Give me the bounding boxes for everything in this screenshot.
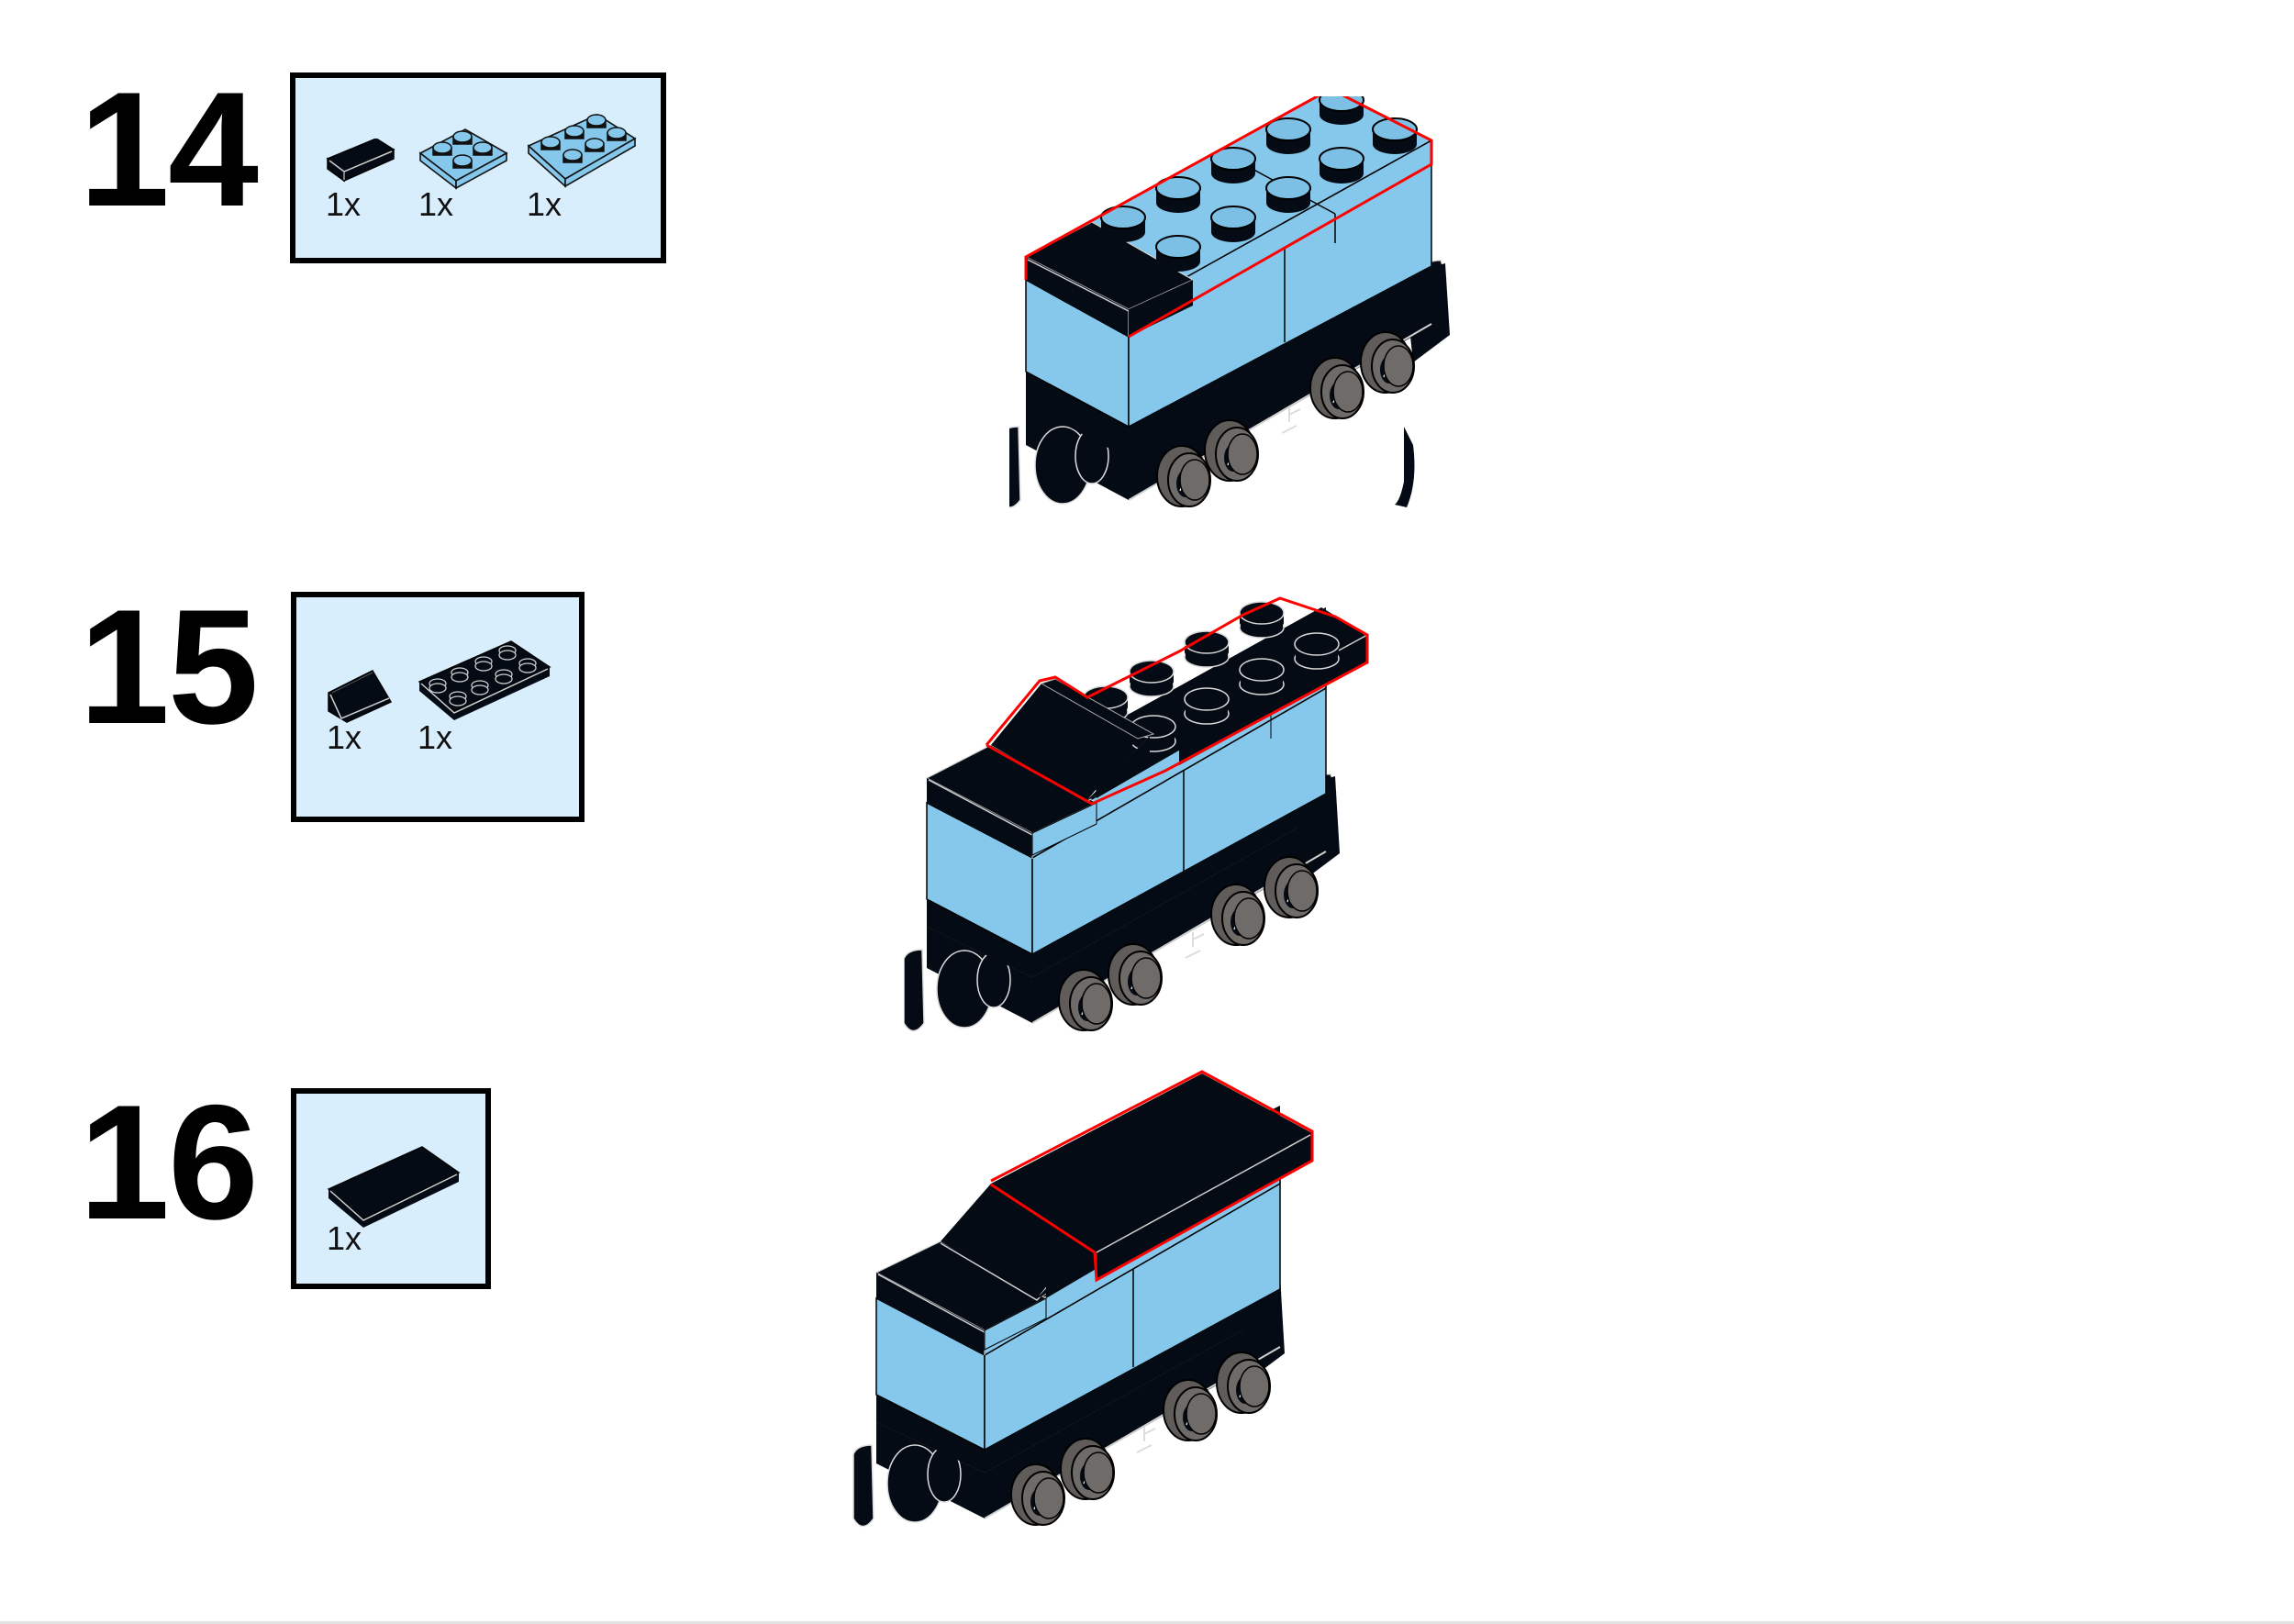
parts-list-box: 1x 1x — [291, 592, 585, 822]
part-quantity: 1x — [326, 185, 362, 223]
part-quantity: 1x — [418, 718, 453, 756]
parts-list-box: 1x — [291, 1088, 491, 1289]
tender-model-step-14 — [1009, 96, 1450, 508]
light-blue-2x2-plate-icon — [418, 128, 508, 190]
step-number: 14 — [79, 58, 259, 240]
light-blue-2x3-plate-icon — [527, 114, 637, 188]
part-quantity: 1x — [327, 1219, 362, 1257]
black-2x4-plate-icon — [418, 640, 551, 720]
page-bottom-rule — [0, 1621, 2294, 1624]
black-1x2-tile-icon — [326, 139, 395, 183]
black-2x4-tile-icon — [327, 1146, 461, 1228]
tender-model-step-15 — [904, 596, 1369, 1032]
black-1x2-slope-icon — [328, 670, 393, 723]
part-quantity: 1x — [527, 185, 562, 223]
step-number: 15 — [79, 575, 259, 758]
parts-list-box: 1x 1x — [290, 72, 666, 263]
part-quantity: 1x — [327, 718, 362, 756]
tender-model-step-16 — [852, 1070, 1314, 1528]
part-quantity: 1x — [418, 185, 454, 223]
step-number: 16 — [79, 1071, 259, 1253]
